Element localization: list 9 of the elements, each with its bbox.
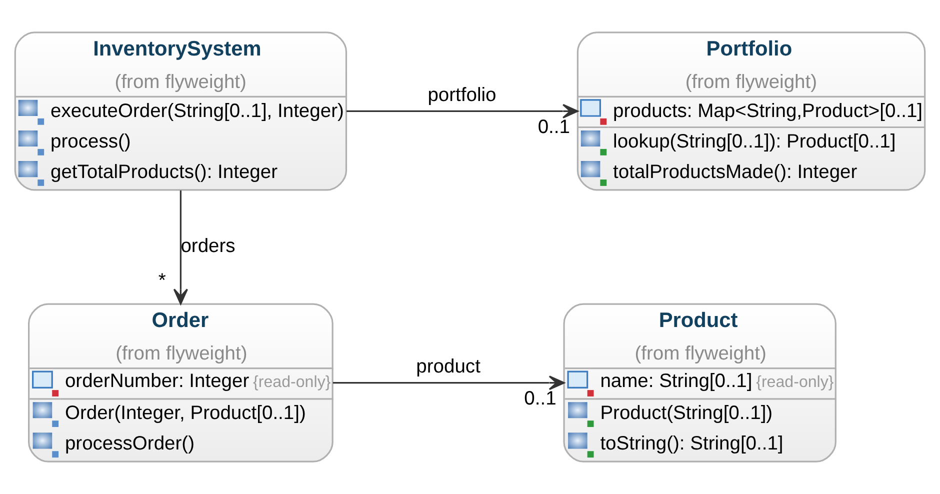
- edge-label: portfolio: [428, 84, 496, 106]
- label: 0..1: [538, 116, 570, 138]
- label: 0..1: [524, 388, 556, 410]
- label: *: [158, 270, 166, 292]
- edge-label: orders: [180, 236, 236, 257]
- arrow: [346, 104, 578, 118]
- edge-label: product: [416, 356, 480, 378]
- arrow: [332, 376, 565, 390]
- arrow: [173, 190, 188, 305]
